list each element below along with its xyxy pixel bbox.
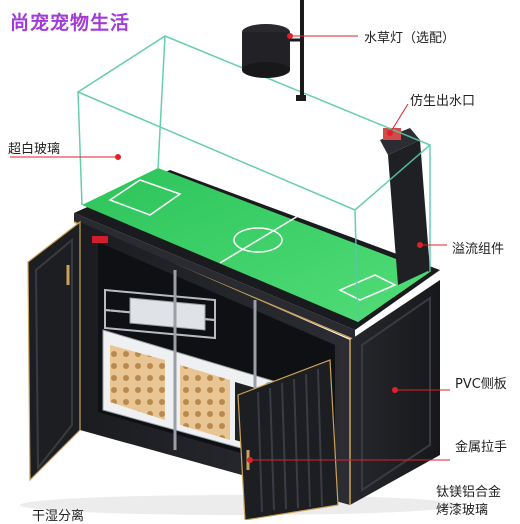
bio-media-block (110, 345, 165, 420)
light-clamp (296, 95, 306, 101)
glass-tank (76, 35, 432, 323)
callout-pvc-panel: PVC侧板 (455, 377, 507, 392)
watermark-logo: 尚宠宠物生活 (10, 12, 131, 34)
side-panel-frame (361, 296, 431, 492)
floor-shadow (20, 495, 460, 515)
tank-floor-field (82, 168, 430, 322)
callout-frame-line1: 钛镁铝合金 (436, 485, 502, 500)
overflow-box-top (380, 128, 420, 155)
callout-glass: 超白玻璃 (8, 142, 61, 157)
light-bottom (242, 62, 290, 78)
leader-lines (10, 33, 450, 463)
right-door-grooves (257, 368, 323, 513)
left-door (27, 220, 81, 482)
callout-outlet: 仿生出水口 (410, 94, 476, 109)
callout-plant-light: 水草灯（选配） (364, 31, 456, 46)
bio-media-block (180, 365, 230, 440)
right-door (237, 359, 339, 521)
cabinet-top-edge (74, 213, 355, 340)
field-markings (108, 179, 397, 301)
callout-overflow: 溢流组件 (452, 242, 505, 257)
overflow-box (388, 140, 430, 285)
brand-badge (92, 236, 108, 243)
left-door-panel (34, 237, 73, 471)
callout-frame: 钛镁铝合金 烤漆玻璃 (436, 484, 516, 520)
callout-frame-line2: 烤漆玻璃 (436, 503, 489, 518)
filter-box (129, 297, 206, 331)
callout-dry-wet: 干湿分离 (32, 509, 85, 524)
callout-handle: 金属拉手 (455, 440, 508, 455)
